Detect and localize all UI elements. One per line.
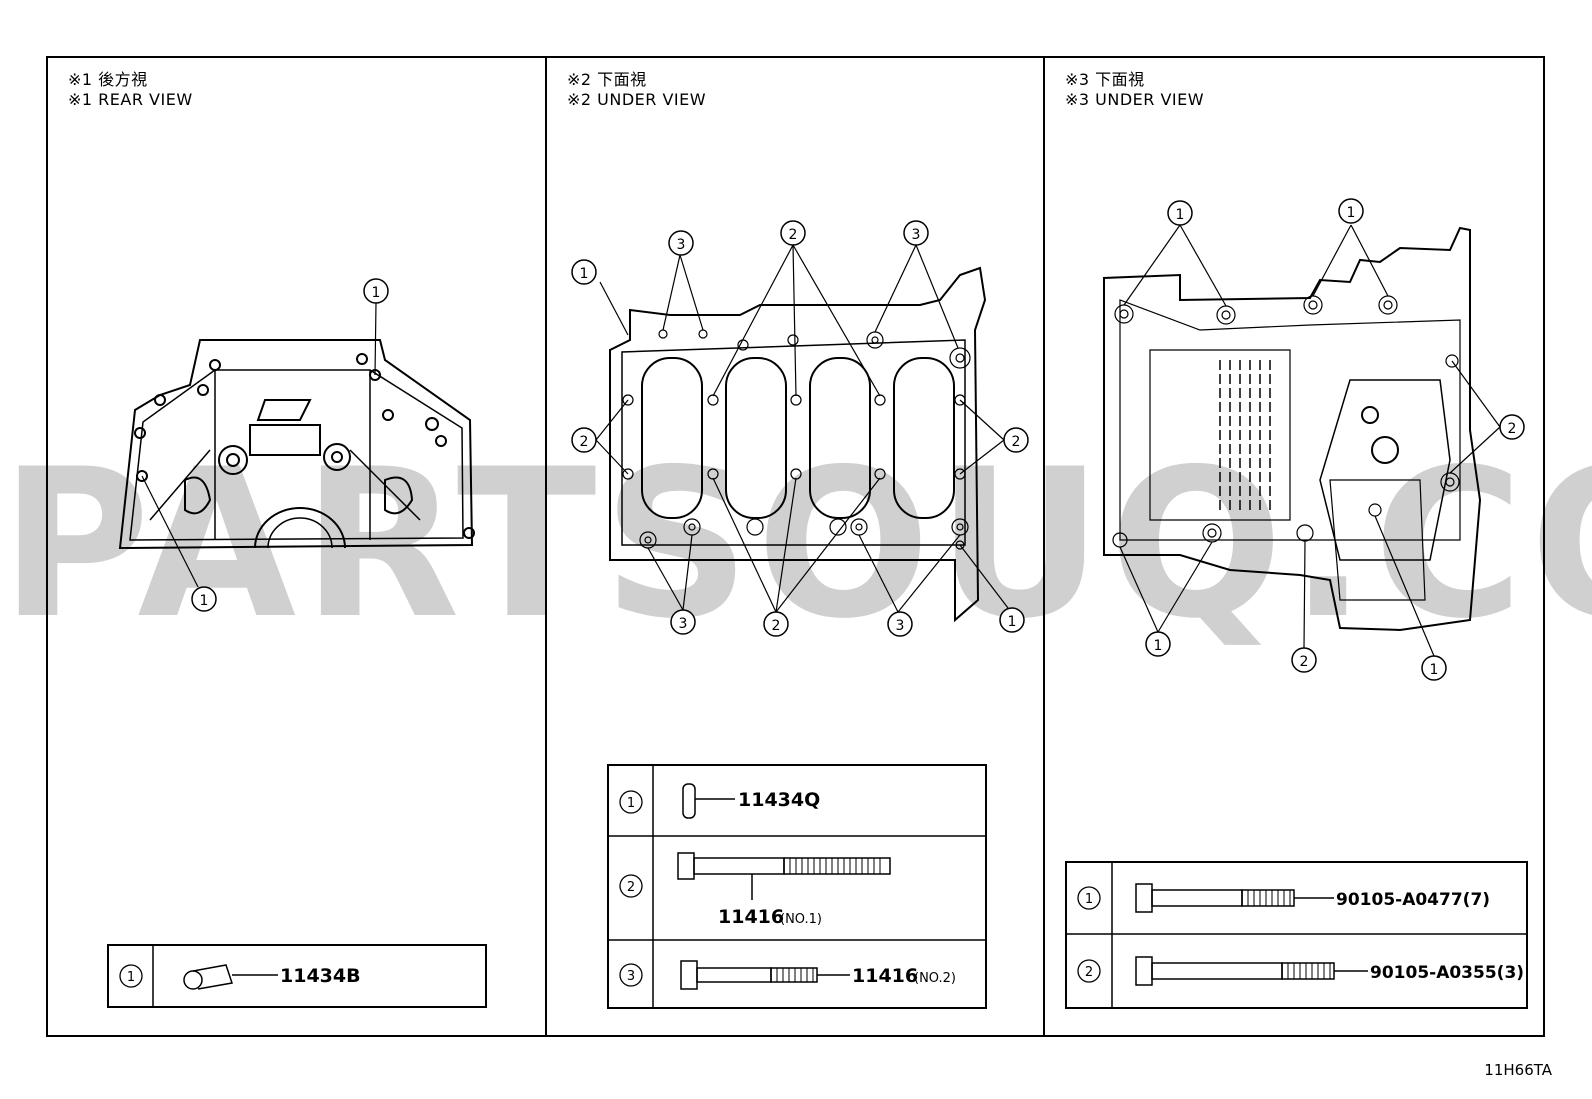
callout-number: 3 (679, 616, 688, 632)
bolt-icon (1135, 883, 1334, 913)
legend-part-number: 11434B (280, 965, 361, 987)
callout-marker (1291, 647, 1317, 673)
legend-row-number: 3 (627, 969, 635, 984)
under-view-block-drawing-2 (595, 244, 1009, 623)
legend-row-marker (619, 874, 643, 898)
callout-number: 1 (1347, 205, 1356, 221)
rear-view-block-drawing (118, 302, 475, 588)
legend-table-1: 1 11434B (107, 944, 487, 1008)
legend-row-marker (1077, 959, 1101, 983)
bolt-icon (680, 960, 850, 990)
panel-title-en: ※3 UNDER VIEW (1065, 90, 1205, 109)
callout-number: 2 (1300, 654, 1309, 670)
callout-number: 1 (200, 593, 209, 609)
under-view-callouts-3: 1 1 2 2 1 2 1 (1145, 198, 1525, 681)
callout-number: 1 (1176, 207, 1185, 223)
legend-part-number: 11416 (852, 965, 918, 987)
bolt-icon (1135, 956, 1368, 986)
legend-row-marker (619, 790, 643, 814)
callout-marker (903, 220, 929, 246)
legend-row-marker (1077, 886, 1101, 910)
callout-number: 1 (372, 285, 381, 301)
legend-row-number: 1 (1085, 892, 1093, 907)
legend-row-number: 2 (1085, 965, 1093, 980)
callout-number: 2 (772, 618, 781, 634)
callout-number: 1 (580, 266, 589, 282)
callout-marker (1003, 427, 1029, 453)
callout-marker (1338, 198, 1364, 224)
callout-marker (670, 609, 696, 635)
legend-row-marker (119, 964, 143, 988)
callout-marker (571, 427, 597, 453)
callout-number: 3 (912, 227, 921, 243)
callout-marker (1145, 631, 1171, 657)
callout-number: 2 (1012, 434, 1021, 450)
callout-marker (668, 230, 694, 256)
panel-title-en: ※1 REAR VIEW (68, 90, 193, 109)
callout-marker (999, 607, 1025, 633)
legend-table-3: 1 90105-A0477(7) 2 90105-A0355(3) (1065, 861, 1528, 1009)
callout-number: 3 (896, 618, 905, 634)
legend-row-number: 1 (127, 970, 135, 985)
callout-marker (763, 611, 789, 637)
callout-marker (1421, 655, 1447, 681)
callout-marker (780, 220, 806, 246)
callout-number: 2 (580, 434, 589, 450)
dowel-pin-icon (183, 964, 278, 990)
legend-part-note: (NO.2) (914, 971, 956, 986)
callout-marker (1499, 414, 1525, 440)
under-view-callouts-2: 3 2 3 1 2 2 3 2 3 1 (571, 220, 1029, 637)
illustration-code: 11H66TA (1484, 1061, 1552, 1079)
panel-title-jp: ※3 下面視 (1065, 70, 1145, 89)
callout-number: 1 (1154, 638, 1163, 654)
callout-number: 2 (789, 227, 798, 243)
callout-number: 2 (1508, 421, 1517, 437)
callout-number: 3 (677, 237, 686, 253)
dowel-pin-icon (682, 783, 735, 819)
callout-marker (571, 259, 597, 285)
legend-row-number: 2 (627, 880, 635, 895)
callout-marker (887, 611, 913, 637)
callout-number: 1 (1430, 662, 1439, 678)
legend-row-marker (619, 963, 643, 987)
legend-part-note: (NO.1) (780, 912, 822, 927)
legend-part-number: 90105-A0477(7) (1336, 890, 1490, 910)
callout-marker (1167, 200, 1193, 226)
legend-part-number: 11434Q (738, 789, 820, 811)
panel-title-jp: ※2 下面視 (567, 70, 647, 89)
callout-marker (191, 586, 217, 612)
panel-title-en: ※2 UNDER VIEW (567, 90, 707, 109)
legend-part-number: 11416 (718, 906, 784, 928)
outer-frame (46, 56, 1545, 1037)
legend-table-2: 1 11434Q 2 11416 (NO.1) 3 11416 (NO.2) (607, 764, 987, 1009)
under-view-block-drawing-3 (1103, 224, 1501, 657)
panel-title-jp: ※1 後方視 (68, 70, 148, 89)
legend-row-number: 1 (627, 796, 635, 811)
rear-view-callouts: 1 1 (191, 278, 389, 612)
bolt-icon (677, 852, 891, 900)
legend-part-number: 90105-A0355(3) (1370, 963, 1524, 983)
callout-number: 1 (1008, 614, 1017, 630)
callout-marker (363, 278, 389, 304)
